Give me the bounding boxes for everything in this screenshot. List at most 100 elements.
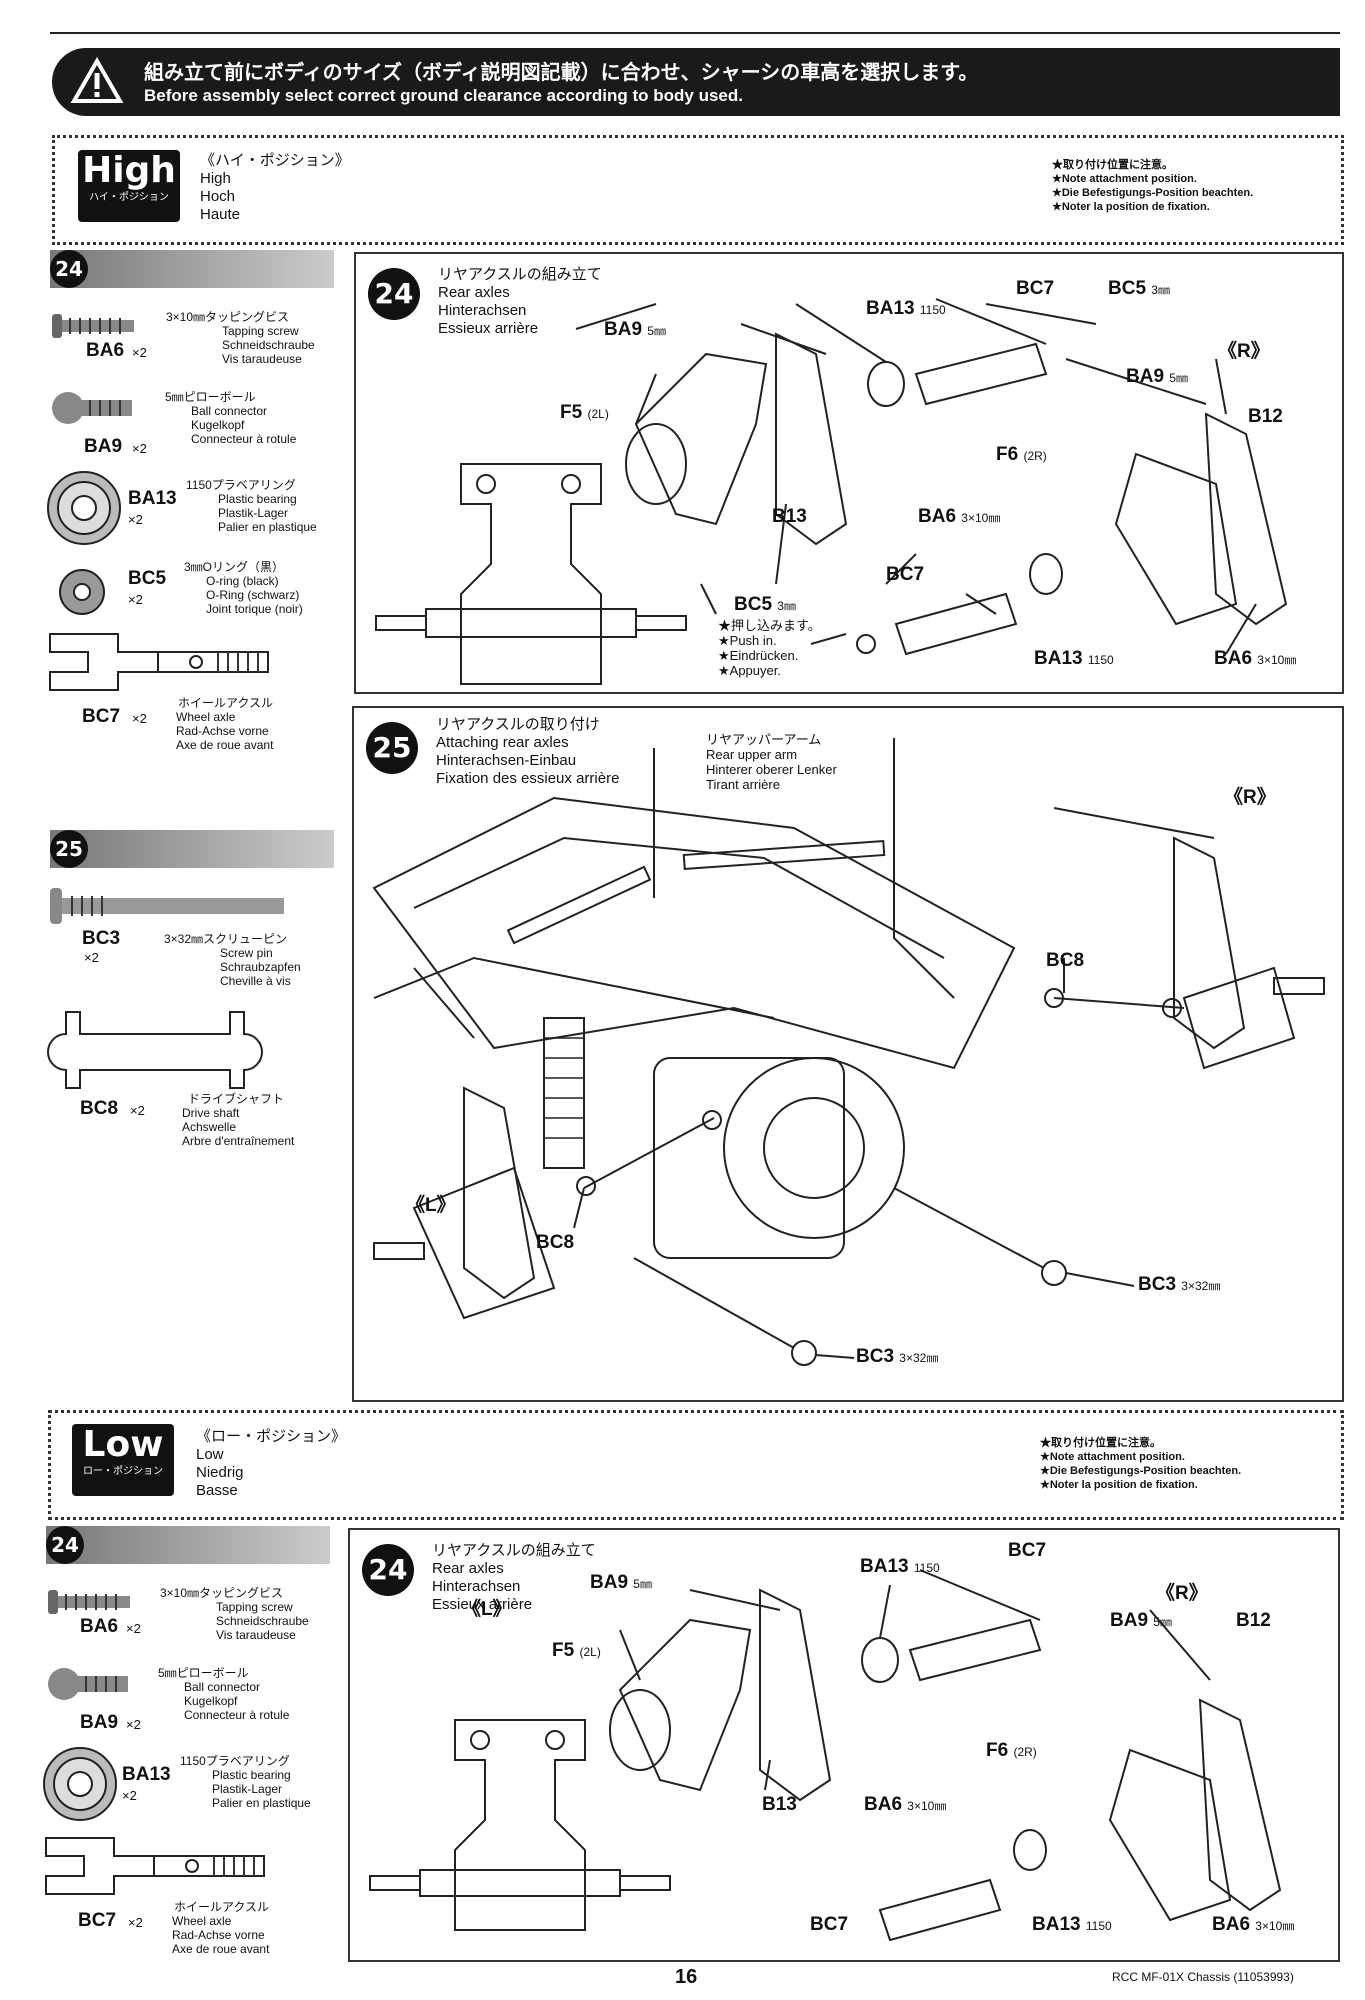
desc-de: Rad-Achse vorne <box>176 724 269 738</box>
part-name: BC7 <box>82 706 121 727</box>
desc-jp: 3×10㎜タッピングビス <box>160 1586 284 1600</box>
part-name: BA6 <box>86 340 125 361</box>
part-ba9: BA9 ×2 5㎜ピローボール Ball connector Kugelkopf… <box>50 388 350 457</box>
desc-fr: Arbre d'entraînement <box>182 1134 295 1148</box>
label-unit: (2R) <box>1023 449 1047 463</box>
part-ba6: BA6 ×2 3×10㎜タッピングビス Tapping screw Schnei… <box>50 308 350 368</box>
label-bc3: BC3 <box>856 1346 895 1367</box>
step-number: 25 <box>366 722 418 774</box>
label-right-side: 《R》 <box>1218 341 1270 362</box>
label-b12: B12 <box>1248 406 1283 427</box>
desc-de: Rad-Achse vorne <box>172 1928 265 1942</box>
ball-connector-icon <box>48 1668 128 1700</box>
label-ba6: BA6 <box>1214 648 1253 669</box>
label-b12: B12 <box>1236 1610 1271 1631</box>
title-en: Rear axles <box>438 284 510 301</box>
label-unit: 5㎜ <box>1153 1615 1172 1629</box>
o-ring-icon <box>59 569 105 615</box>
label-unit: 5㎜ <box>1169 371 1188 385</box>
upper-arm-line: リヤアッパーアーム <box>706 732 822 747</box>
low-position-box <box>48 1410 1344 1520</box>
label-bc7: BC7 <box>1016 278 1055 299</box>
desc-jp: ドライブシャフト <box>188 1092 285 1106</box>
part-bc5: BC5 ×2 3㎜Oリング（黒） O-ring (black) O-Ring (… <box>56 560 356 630</box>
desc-de: Achswelle <box>182 1120 237 1134</box>
part-desc: ドライブシャフト Drive shaft Achswelle Arbre d'e… <box>182 1092 294 1148</box>
label-bc7: BC7 <box>1008 1540 1047 1561</box>
part-qty: ×2 <box>130 1103 145 1118</box>
desc-de: Plastik-Lager <box>212 1782 283 1796</box>
label-unit: 3㎜ <box>777 599 796 613</box>
part-bc8: BC8 ×2 ドライブシャフト Drive shaft Achswelle Ar… <box>46 1010 346 1160</box>
upper-arm-line: Hinterer oberer Lenker <box>706 762 837 777</box>
part-qty: ×2 <box>128 512 143 527</box>
label-bc8: BC8 <box>1046 950 1085 971</box>
note-line: ★Noter la position de fixation. <box>1052 201 1210 213</box>
note-line: ★Die Befestigungs-Position beachten. <box>1040 1465 1242 1477</box>
low-badge-sub: ロー・ポジション <box>83 1466 163 1477</box>
label-ba13: BA13 <box>860 1556 909 1577</box>
desc-fr: Vis taraudeuse <box>216 1628 296 1642</box>
drive-shaft-icon <box>47 1011 263 1089</box>
bearing-icon <box>43 1747 117 1821</box>
label-ba9: BA9 <box>1110 1610 1149 1631</box>
desc-de: Schneidschraube <box>216 1614 309 1628</box>
label-bc5: BC5 <box>734 594 773 615</box>
label-bc8: BC8 <box>536 1232 575 1253</box>
title-en: Rear axles <box>432 1560 504 1577</box>
high-position-box <box>52 135 1344 245</box>
title-de: Hinterachsen-Einbau <box>436 752 577 769</box>
label-ba13: BA13 <box>1034 648 1083 669</box>
warning-banner: 組み立て前にボディのサイズ（ボディ説明図記載）に合わせ、シャーシの車高を選択しま… <box>52 48 1340 116</box>
step-title: リヤアクスルの組み立て Rear axles Hinterachsen Essi… <box>432 1542 596 1614</box>
part-desc: 5㎜ピローボール Ball connector Kugelkopf Connec… <box>165 390 296 446</box>
label-unit: (2L) <box>579 1645 601 1659</box>
part-desc: ホイールアクスル Wheel axle Rad-Achse vorne Axe … <box>176 696 273 752</box>
low-badge: Low ロー・ポジション <box>72 1424 174 1496</box>
note-line: ★Note attachment position. <box>1052 173 1197 185</box>
screw-pin-icon <box>50 888 284 924</box>
push-line: ★Push in. <box>718 633 777 648</box>
upper-arm-line: Rear upper arm <box>706 747 798 762</box>
desc-en: Drive shaft <box>182 1106 240 1120</box>
label-bc5: BC5 <box>1108 278 1147 299</box>
desc-de: O-Ring (schwarz) <box>206 588 300 602</box>
label-unit: 1150 <box>919 303 946 317</box>
desc-fr: Cheville à vis <box>220 974 291 988</box>
high-de: Hoch <box>200 188 236 205</box>
screw-icon <box>48 1590 130 1614</box>
label-unit: 1150 <box>1087 653 1114 667</box>
desc-fr: Connecteur à rotule <box>191 432 297 446</box>
desc-jp: ホイールアクスル <box>178 696 274 710</box>
desc-jp: 1150プラベアリング <box>186 478 296 492</box>
label-ba9: BA9 <box>590 1572 629 1593</box>
part-name: BA13 <box>128 488 177 509</box>
desc-jp: ホイールアクスル <box>174 1900 270 1914</box>
part-name: BA6 <box>80 1616 119 1637</box>
high-fr: Haute <box>200 206 241 223</box>
part-ba9-low: BA9 ×2 5㎜ピローボール Ball connector Kugelkopf… <box>46 1664 346 1733</box>
desc-fr: Axe de roue avant <box>176 738 274 752</box>
label-right-side: 《R》 <box>1156 1583 1208 1604</box>
parts-bar-24 <box>50 250 334 288</box>
title-en: Attaching rear axles <box>436 734 569 751</box>
page-number: 16 <box>675 1966 698 1988</box>
desc-en: Wheel axle <box>172 1914 232 1928</box>
high-badge-title: High <box>82 150 176 191</box>
part-qty: ×2 <box>122 1788 137 1803</box>
desc-en: Wheel axle <box>176 710 236 724</box>
low-de: Niedrig <box>196 1464 244 1481</box>
ball-connector-icon <box>52 392 132 424</box>
label-unit: 1150 <box>913 1561 940 1575</box>
parts-step-24-low: 24 <box>46 1526 84 1564</box>
desc-fr: Joint torique (noir) <box>206 602 303 616</box>
desc-de: Schneidschraube <box>222 338 315 352</box>
desc-en: Tapping screw <box>222 324 299 338</box>
label-unit: 3×10㎜ <box>907 1799 947 1813</box>
parts-bar-24-low <box>46 1526 330 1564</box>
desc-fr: Palier en plastique <box>212 1796 311 1810</box>
warning-jp: 組み立て前にボディのサイズ（ボディ説明図記載）に合わせ、シャーシの車高を選択しま… <box>144 62 979 84</box>
part-name: BC5 <box>128 568 167 589</box>
label-unit: 1150 <box>1085 1919 1112 1933</box>
high-badge: High ハイ・ポジション <box>78 150 180 222</box>
